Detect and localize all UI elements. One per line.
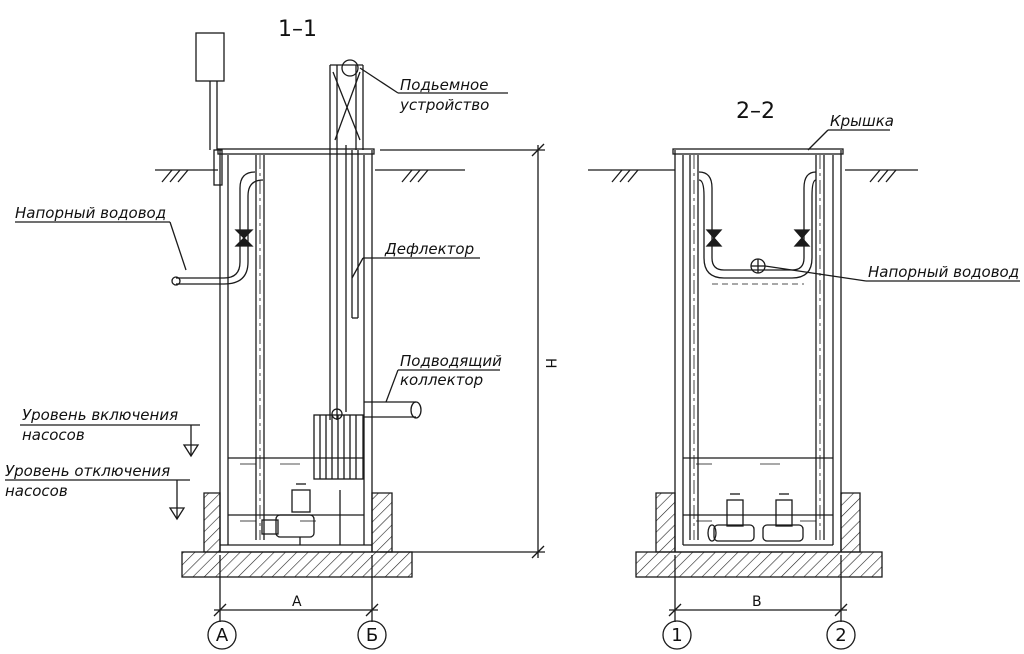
dimension-width-right: B [752,594,762,610]
valve-icon [234,229,254,247]
label-deflector: Дефлектор [384,240,474,258]
dimension-width-left: A [292,594,302,610]
axis-bubble-a [207,620,237,650]
ground-hatch-left [161,169,429,183]
section-title-left: 1–1 [278,17,317,42]
label-level-on-2: насосов [22,426,85,444]
label-lifting-device-2: устройство [399,96,489,114]
pump-right-1 [707,493,755,542]
section-1-1 [5,32,545,650]
axis-label-a: А [216,625,229,646]
lid-left [217,148,375,155]
axis-label-b: Б [366,625,378,646]
control-cabinet [195,32,225,82]
lid-right [672,148,844,155]
pulley-icon [341,59,359,77]
label-pressure-line-right: Напорный водовод [868,263,1019,281]
label-lid: Крышка [830,112,894,130]
pump-left [261,483,315,545]
valve-icon [705,229,723,247]
dimension-height: H [542,358,558,369]
label-lifting-device-1: Подьемное [400,76,488,94]
label-level-off-1: Уровень отключения [5,462,170,480]
base-slab-left [181,551,413,578]
axis-bubble-2 [826,620,856,650]
label-level-on-1: Уровень включения [22,406,178,424]
axis-bubble-b [357,620,387,650]
axis-label-2: 2 [835,625,846,646]
label-inlet-1: Подводящий [400,352,502,370]
label-level-off-2: насосов [5,482,68,500]
base-slab-right [635,551,883,578]
label-inlet-2: коллектор [400,371,483,389]
axis-label-1: 1 [671,625,682,646]
axis-bubble-1 [662,620,692,650]
valve-icon [793,229,811,247]
section-title-right: 2–2 [736,99,775,124]
section-2-2 [588,129,1020,650]
label-pressure-line-left: Напорный водовод [15,204,166,222]
pump-right-2 [762,493,804,542]
